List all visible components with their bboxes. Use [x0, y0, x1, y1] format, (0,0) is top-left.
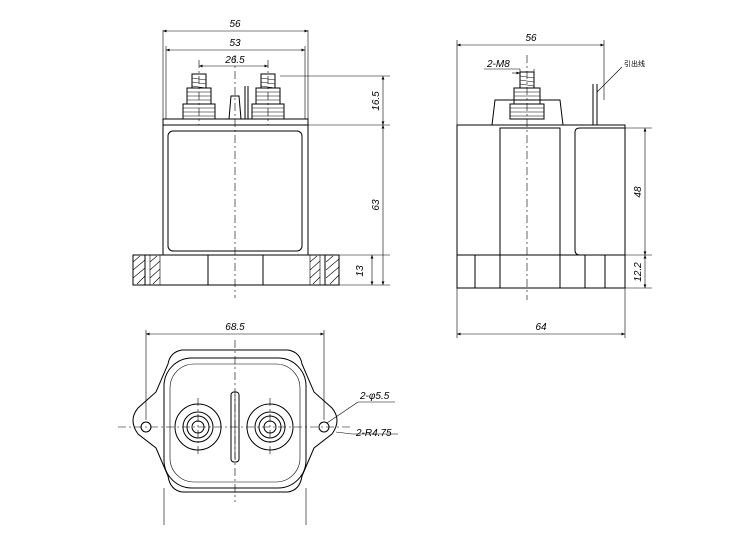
- front-base-center: [207, 254, 264, 286]
- front-dim-53: 53: [229, 38, 241, 49]
- front-flange: [132, 254, 340, 286]
- top-dim-68-5: 68.5: [225, 322, 245, 333]
- top-view: 68.5 2-φ5.5 2-R4.75: [118, 322, 398, 525]
- front-dim-63: 63: [371, 199, 382, 211]
- top-hole-label: 2-φ5.5: [359, 391, 390, 402]
- side-base: [456, 254, 626, 289]
- side-view: 引出线 56 2-M8 48 12.2 64: [456, 33, 652, 338]
- side-body: [456, 124, 626, 256]
- top-radius-label: 2-R4.75: [355, 428, 392, 439]
- side-housing: [499, 127, 561, 256]
- front-coil-pin: [228, 86, 249, 120]
- front-view: 56 53 26.5 16.5 63 13: [132, 19, 390, 298]
- side-dim-48: 48: [633, 186, 644, 198]
- side-lead-note: 引出线: [624, 59, 645, 68]
- side-dim-12-2: 12.2: [633, 262, 644, 282]
- side-terminal: [491, 71, 564, 126]
- front-flange-hatch-left: [132, 255, 161, 285]
- front-dim-26-5: 26.5: [224, 55, 245, 66]
- front-flange-hatch-right: [309, 255, 340, 285]
- top-flange-outline: [132, 349, 338, 493]
- side-coil-cover: [574, 127, 626, 256]
- side-dim-56: 56: [525, 33, 537, 44]
- front-dim-56: 56: [229, 19, 241, 30]
- front-cover: [162, 118, 309, 126]
- front-dim-13: 13: [355, 265, 366, 277]
- side-dim-64: 64: [535, 322, 547, 333]
- front-dim-16-5: 16.5: [371, 91, 382, 111]
- side-thread-label: 2-M8: [486, 59, 510, 70]
- front-body: [162, 124, 309, 256]
